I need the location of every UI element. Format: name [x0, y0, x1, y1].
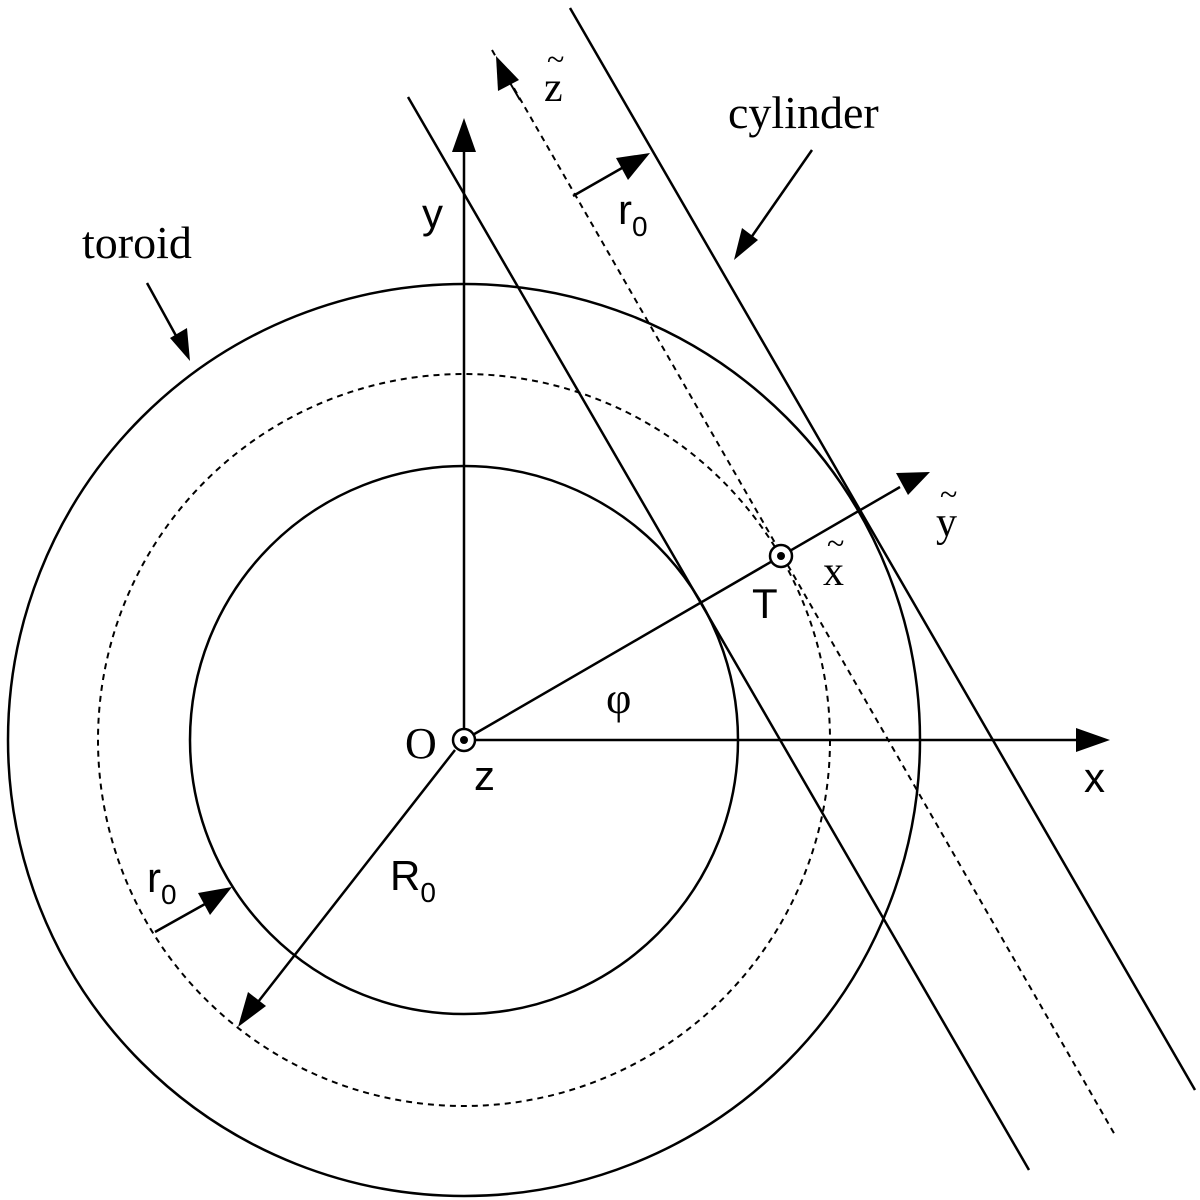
y-tilde-label: y — [936, 500, 957, 546]
r0-toroid-arrowhead — [198, 887, 232, 915]
x-axis-label: x — [1084, 754, 1105, 801]
z-tilde-axis-arrowhead — [496, 56, 519, 91]
tangent-point-label: T — [752, 580, 778, 627]
toroid-label: toroid — [82, 217, 192, 268]
cylinder-inner-line — [406, 96, 1031, 1171]
toroid-pointer-arrowhead — [170, 328, 190, 361]
y-tilde-tilde: ~ — [940, 476, 957, 512]
z-tilde-tilde: ~ — [547, 41, 564, 77]
R0-dimension-line — [257, 749, 456, 1003]
z-axis-label: z — [474, 752, 495, 799]
x-tilde-tilde: ~ — [827, 525, 844, 561]
origin-marker-dot — [460, 736, 468, 744]
y-axis-label: y — [422, 190, 443, 237]
tangent-point-marker-dot — [777, 552, 785, 560]
origin-label: O — [405, 719, 437, 768]
r0-toroid-arrow-line — [154, 902, 206, 934]
cylinder-label: cylinder — [728, 87, 879, 138]
cylinder-pointer-arrowhead — [734, 228, 758, 260]
x-axis-arrowhead — [1076, 728, 1110, 752]
r0-cylinder-arrowhead — [616, 153, 650, 180]
cylinder-pointer-line — [746, 149, 814, 243]
r0-cylinder-arrow-line — [572, 166, 623, 198]
R0-dimension-arrowhead — [238, 992, 266, 1027]
x-tilde-label: x — [823, 549, 844, 595]
phi-label: φ — [606, 674, 631, 723]
r0-cylinder-label: r0 — [618, 186, 648, 242]
y-axis-arrowhead — [452, 118, 476, 152]
cylinder-outer-line — [568, 7, 1197, 1091]
y-tilde-axis-line — [463, 485, 901, 742]
cylinder-axis-dashed — [491, 49, 1116, 1136]
r0-toroid-label: r0 — [147, 854, 177, 910]
z-tilde-label: z — [544, 65, 563, 111]
toroid-pointer-line — [145, 282, 182, 344]
y-tilde-axis-arrowhead — [896, 472, 930, 495]
R0-label: R0 — [390, 852, 436, 908]
